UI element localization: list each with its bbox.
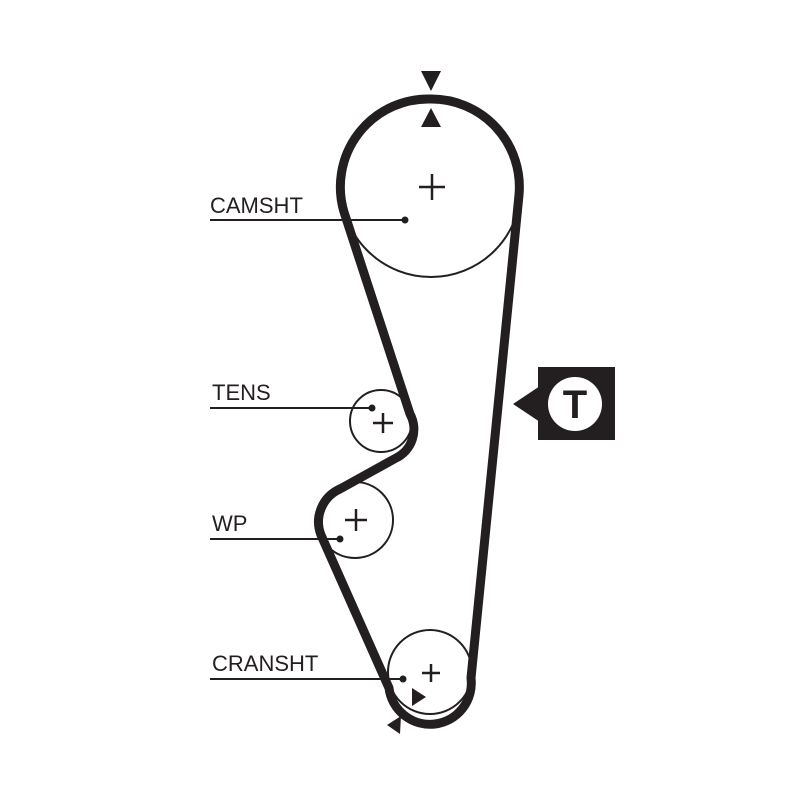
camshaft-leader-dot [401, 216, 409, 224]
timing-belt [314, 94, 524, 729]
crankshaft-center-icon [422, 664, 440, 682]
camshaft-timing-mark-down-icon [421, 71, 441, 91]
water-pump-center-icon [345, 509, 367, 531]
tension-badge-icon [513, 367, 615, 440]
water-pump-leader-dot [336, 535, 344, 543]
camshaft-label: CAMSHT [210, 193, 303, 218]
crankshaft-label: CRANSHT [212, 651, 318, 676]
crankshaft-timing-mark-icon [412, 688, 426, 706]
tension-badge-letter: T [563, 383, 587, 427]
tensioner-label: TENS [212, 380, 271, 405]
tensioner-leader-dot [368, 404, 376, 412]
camshaft-timing-mark-up-icon [421, 108, 441, 127]
water-pump-label: WP [212, 511, 247, 536]
camshaft-center-icon [419, 174, 445, 200]
tensioner-center-icon [373, 413, 393, 433]
crankshaft-leader-dot [399, 675, 407, 683]
crankshaft-reference-mark-icon [387, 716, 401, 734]
